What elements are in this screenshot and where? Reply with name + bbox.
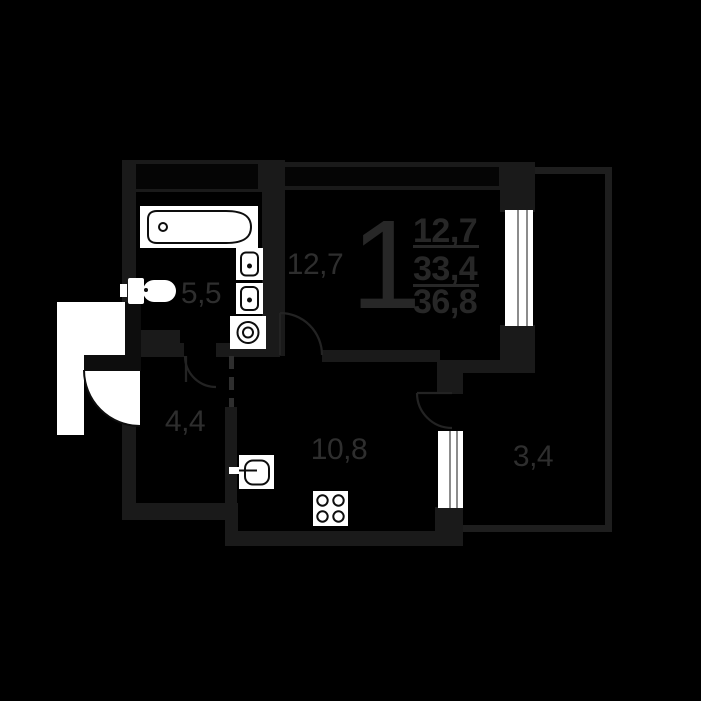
door-swing-icon: [415, 391, 453, 430]
toilet-tank: [128, 278, 144, 304]
sink-icon: [236, 283, 263, 314]
room-label-balcony: 3,4: [513, 440, 553, 473]
rooms-count: 1: [351, 194, 421, 335]
stove-burner: [316, 494, 329, 507]
window-divider: [449, 431, 451, 508]
door-arc: [279, 311, 324, 356]
wall-segment: [125, 302, 141, 370]
wall-segment: [262, 160, 285, 356]
toilet-pipe: [120, 284, 127, 297]
wall-segment: [322, 350, 440, 362]
wall-segment: [122, 424, 136, 520]
stove-burner: [316, 510, 329, 523]
windows: [438, 210, 533, 508]
window-icon: [438, 431, 463, 508]
wall-segment: [437, 360, 535, 373]
stove-burner: [332, 494, 345, 507]
stats-block: 1 12,7 33,4 36,8: [351, 194, 479, 335]
bathtub-outline: [147, 210, 253, 244]
wall-core: [281, 167, 499, 186]
stove-burner: [332, 510, 345, 523]
wall-segment: [237, 531, 463, 546]
room-label-hall: 4,4: [165, 405, 205, 438]
room-label-bathroom: 5,5: [181, 277, 221, 310]
room-labels: 5,5 12,7 4,4 10,8 3,4: [165, 248, 554, 473]
landing: [57, 302, 125, 355]
stat-divider: [413, 245, 479, 248]
stat-total-area: 36,8: [413, 283, 477, 321]
balcony-rail: [605, 167, 612, 532]
door-swing-icon: [183, 355, 217, 389]
wall-segment: [138, 330, 180, 343]
door-arc: [183, 355, 217, 389]
toilet-icon: [120, 278, 176, 304]
room-label-living: 12,7: [287, 248, 343, 281]
landing: [57, 355, 84, 435]
window-icon: [505, 210, 533, 326]
wall-segment: [435, 507, 463, 538]
wall-core: [127, 164, 258, 189]
window-divider: [517, 210, 519, 326]
stat-divider: [413, 284, 479, 287]
sink-drain: [247, 263, 252, 269]
fixtures: [120, 206, 348, 526]
washer-drum-inner: [242, 326, 254, 339]
washing-machine-icon: [230, 316, 266, 349]
door-swing-icon: [84, 370, 140, 426]
kitchen-sink-icon: [229, 455, 274, 489]
sink-drain: [247, 297, 252, 303]
door-arc: [415, 392, 453, 430]
wall-segment: [122, 160, 136, 305]
balcony-rail: [535, 167, 612, 174]
bathtub-icon: [140, 206, 258, 248]
wall-segment: [500, 162, 535, 212]
wall-segment: [122, 503, 238, 520]
window-divider: [526, 210, 528, 326]
washer-body: [230, 316, 266, 349]
window-divider: [456, 431, 458, 508]
balcony-rail: [463, 525, 612, 532]
washer-drum: [236, 321, 260, 344]
bathtub-drain: [158, 222, 168, 232]
entrance-door: [57, 302, 141, 435]
stat-area: 33,4: [413, 250, 478, 288]
stove-icon: [313, 491, 348, 526]
sink-basin: [240, 286, 259, 311]
sink-basin: [244, 459, 270, 486]
toilet-detail: [144, 288, 148, 292]
stat-living-area: 12,7: [413, 212, 477, 250]
door-swing-icon: [278, 311, 324, 356]
interior-doors: [183, 311, 453, 430]
room-label-kitchen: 10,8: [311, 433, 367, 466]
sink-basin: [240, 251, 259, 277]
door-arc: [83, 369, 141, 427]
toilet-bowl: [143, 280, 176, 302]
sink-tap: [229, 467, 240, 474]
sink-icon: [236, 248, 263, 280]
